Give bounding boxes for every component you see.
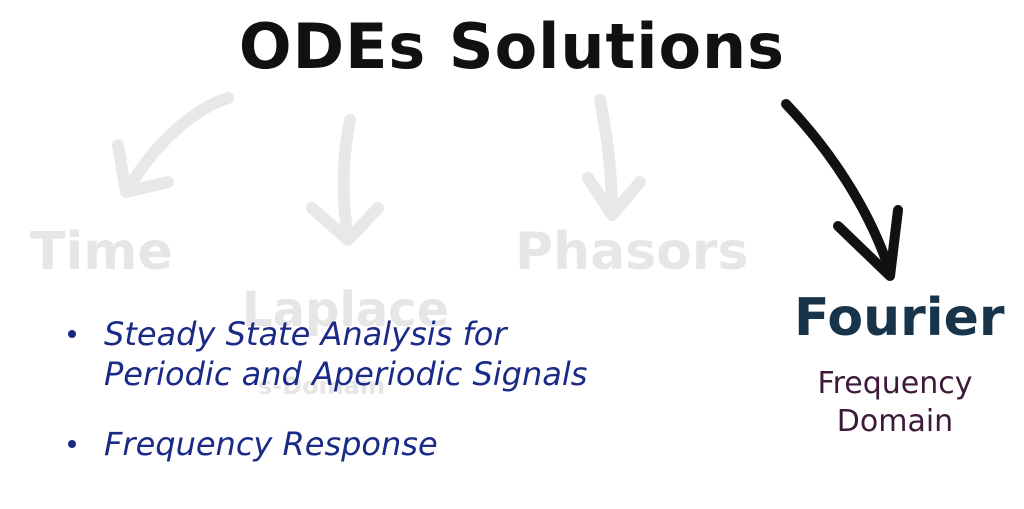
list-item: Steady State Analysis for Periodic and A… (68, 314, 644, 394)
arrow-to-phasors-head (582, 172, 646, 221)
bullet-text: Frequency Response (104, 425, 438, 463)
bullet-list: Steady State Analysis for Periodic and A… (68, 314, 644, 464)
branch-laplace-subtitle: s-Domain (258, 372, 386, 400)
diagram-title: ODEs Solutions (238, 10, 786, 83)
bullet-dot (68, 330, 76, 338)
arrow-to-phasors (594, 94, 618, 218)
branch-time: Time (30, 222, 173, 282)
branch-phasors: Phasors (515, 222, 749, 282)
bullet-dot (68, 440, 76, 448)
list-item: Frequency Response (68, 424, 644, 464)
arrow-to-fourier-head (833, 205, 903, 281)
arrow-to-fourier (781, 99, 895, 277)
arrow-to-time-head (112, 139, 174, 198)
arrow-to-laplace-head (306, 202, 384, 246)
branch-fourier-subtitle: Frequency Domain (817, 366, 973, 439)
arrow-to-time (122, 92, 234, 196)
bullet-text: Steady State Analysis for Periodic and A… (104, 315, 588, 393)
branch-laplace: Laplace (242, 282, 450, 338)
arrow-to-laplace (337, 114, 356, 244)
branch-fourier: Fourier (794, 288, 1005, 348)
